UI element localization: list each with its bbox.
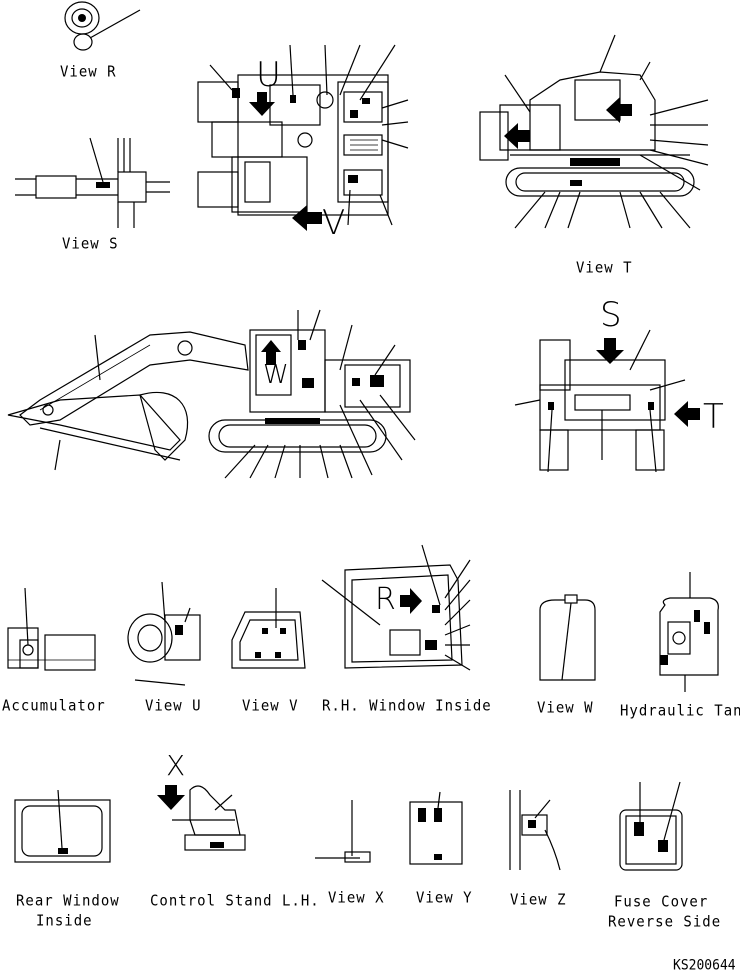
view-w-drawing [539,594,596,681]
view-letter-w: W [263,360,289,390]
view-letter-t: T [703,397,724,437]
view-t-drawing [479,34,709,229]
caption-view-w: View W [537,699,594,717]
caption-fuse-cover-line2: Reverse Side [608,913,722,931]
caption-rh-window-inside: R.H. Window Inside [322,697,492,715]
view-letter-u: U [256,55,281,95]
view-v-drawing [231,588,306,669]
rear-window-inside-drawing [14,789,111,863]
caption-fuse-cover-line1: Fuse Cover [614,893,709,911]
view-s-drawing [15,137,170,228]
caption-view-v: View V [242,697,299,715]
hydraulic-tank-drawing [659,572,719,692]
caption-accumulator: Accumulator [2,697,106,715]
view-letter-v: V [322,203,346,243]
accumulator-drawing [7,587,96,671]
caption-rear-window-line2: Inside [36,912,93,930]
caption-view-t: View T [576,259,633,277]
caption-view-r: View R [60,63,117,81]
view-r-drawing [64,1,141,51]
control-stand-drawing [157,785,246,851]
rh-window-inside-drawing [321,544,471,671]
caption-view-z: View Z [510,891,567,909]
view-y-drawing [409,791,463,865]
rear-view-drawing [514,329,700,473]
view-letter-x: X [166,749,186,782]
view-u-drawing [127,581,201,686]
caption-view-u: View U [145,697,202,715]
fuse-cover-drawing [619,781,683,871]
view-x-drawing [315,800,371,863]
view-letter-s: S [600,295,622,335]
caption-view-x: View X [328,889,385,907]
caption-control-stand: Control Stand L.H. [150,892,320,910]
view-z-drawing [509,790,561,871]
caption-rear-window-line1: Rear Window [16,892,120,910]
caption-view-s: View S [62,235,119,253]
caption-view-y: View Y [416,889,473,907]
excavator-side-view [7,309,416,479]
caption-hydraulic-tank: Hydraulic Tank [620,702,740,720]
view-letter-r: R [375,582,396,617]
top-view-drawing [197,44,409,231]
drawing-code: KS200644 [673,957,736,974]
